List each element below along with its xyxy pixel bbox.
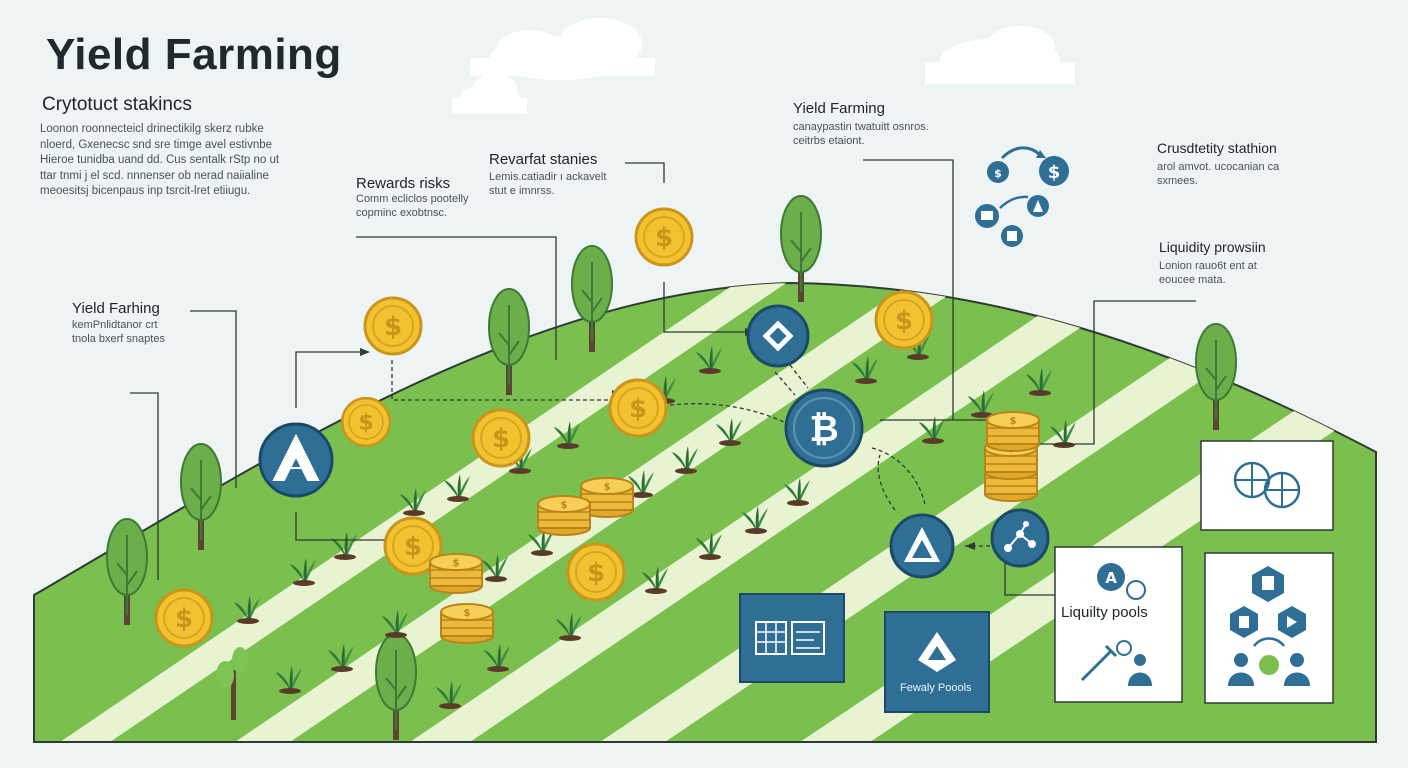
cloud-icon xyxy=(925,26,1075,84)
dollar-coin-icon xyxy=(566,542,626,602)
sapling-icon xyxy=(216,647,248,720)
bitcoin-token-icon: ₿ xyxy=(784,388,864,468)
svg-text:₿: ₿ xyxy=(809,409,838,450)
callout-body-rewards-risks: Comm ecliclos pootelly copminc exobtnsc. xyxy=(356,193,469,219)
exchange-cycle-icon xyxy=(746,304,810,368)
network-users-card xyxy=(1204,552,1334,704)
callout-heading-crypto-station: Crusdtetity stathion xyxy=(1157,140,1277,156)
callout-heading-rewards-risks: Rewards risks xyxy=(356,175,451,192)
arbitrum-token-icon xyxy=(889,513,955,579)
dollar-coin-icon xyxy=(608,378,668,438)
dashed-flows xyxy=(391,360,990,547)
dollar-coin-icon xyxy=(471,408,531,468)
swap-token-icon: $ $ xyxy=(975,146,1069,247)
pools-tile xyxy=(884,611,990,713)
callout-heading-reward-stakes: Revarfat stanies xyxy=(489,151,598,168)
callout-body-liquidity-provision: Lonion rauo6t ent at eoucee mata. xyxy=(1159,260,1257,286)
globe-card xyxy=(1200,440,1334,531)
dashboard-tile xyxy=(739,593,845,683)
dollar-coin-icon xyxy=(363,296,423,356)
arbitrum-token-icon xyxy=(258,422,334,498)
svg-text:$: $ xyxy=(1048,162,1061,183)
dollar-coin-icon xyxy=(634,207,694,267)
intro-body: Loonon roonnecteicl drinectikilg skerz r… xyxy=(40,123,280,197)
callout-body-reward-stakes: Lemis.catiadir ı ackavelt stut e imnrss. xyxy=(489,171,607,197)
callout-heading-liquidity-provision: Liquidity prowsiin xyxy=(1159,239,1266,255)
callout-leader-lines xyxy=(130,159,1196,596)
token-stack-icon xyxy=(429,553,483,594)
svg-text:A: A xyxy=(1105,569,1117,587)
token-stack-icon xyxy=(440,603,494,644)
cloud-icon xyxy=(470,18,655,80)
callout-body-yield-top: canaypastin twatuitt osnros. ceitrbs eta… xyxy=(793,121,929,147)
dollar-coin-icon xyxy=(874,290,934,350)
cloud-icon xyxy=(452,74,527,114)
fewaly-pools-label: Fewaly Poools xyxy=(900,682,972,694)
liquidity-pools-label: Liquilty pools xyxy=(1061,604,1148,621)
intro-heading: Crytotuct stakincs xyxy=(42,94,192,115)
token-stack-icon xyxy=(984,411,1040,502)
dollar-coin-icon xyxy=(340,396,392,448)
callout-body-yield-left: kemPnlidtanor crt tnola bxerf snaptes xyxy=(72,319,165,345)
liquidity-pools-card: A xyxy=(1054,546,1183,703)
callout-body-crypto-station: arol amvot. ucocanian ca sxmees. xyxy=(1157,161,1280,187)
callout-heading-yield-top: Yield Farming xyxy=(793,100,885,117)
callout-heading-yield-left: Yield Farhing xyxy=(72,300,160,317)
network-node-icon xyxy=(990,508,1050,568)
page-title: Yield Farming xyxy=(46,30,342,79)
token-stack-icon xyxy=(537,495,591,536)
svg-text:$: $ xyxy=(994,167,1002,180)
dollar-coin-icon xyxy=(154,588,214,648)
